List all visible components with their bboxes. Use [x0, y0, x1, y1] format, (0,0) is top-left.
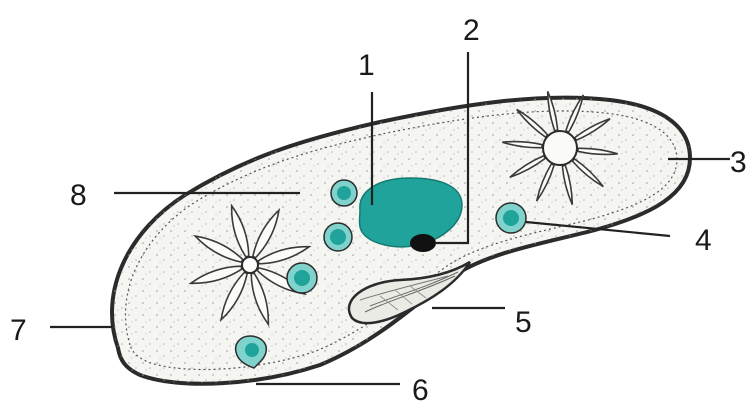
food-vacuole — [331, 180, 357, 206]
label-6: 6 — [412, 374, 429, 407]
label-7: 7 — [10, 314, 27, 347]
food-vacuole — [287, 263, 317, 293]
label-3: 3 — [730, 146, 747, 179]
label-4: 4 — [695, 224, 712, 257]
label-8: 8 — [70, 179, 87, 212]
food-vacuole — [496, 203, 526, 233]
label-5: 5 — [515, 306, 532, 339]
label-2: 2 — [463, 14, 480, 47]
label-1: 1 — [358, 49, 375, 82]
food-vacuole — [324, 223, 352, 251]
micronucleus — [410, 234, 436, 252]
